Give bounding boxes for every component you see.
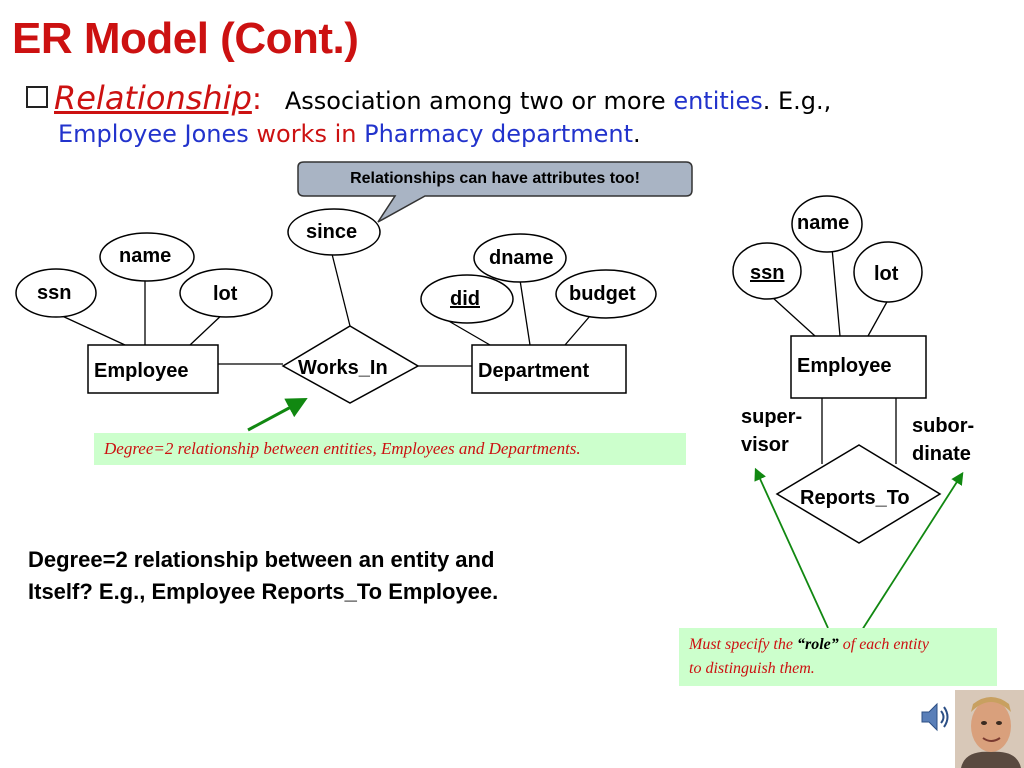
note-role-line2: to distinguish them. xyxy=(689,660,815,677)
note-role-part2: of each entity xyxy=(838,636,929,653)
label-role-supervisor-2: visor xyxy=(741,434,789,456)
callout-bubble xyxy=(297,161,693,223)
example-period: . xyxy=(633,120,641,148)
attr2-ssn-ellipse xyxy=(732,242,802,300)
note-role-part1: Must specify the xyxy=(689,636,797,653)
note2-arrow-right xyxy=(861,471,964,631)
label2-ssn: ssn xyxy=(750,262,785,284)
relationship-worksin-diamond xyxy=(281,325,420,404)
edge2-lot-employee xyxy=(867,299,889,337)
attr2-name-ellipse xyxy=(791,195,863,253)
callout-text: Relationships can have attributes too! xyxy=(350,170,640,187)
label-budget: budget xyxy=(569,283,636,305)
label-worksin: Works_In xyxy=(298,357,388,379)
note-role-word: “role” xyxy=(796,636,839,653)
entity-department-box xyxy=(471,344,627,394)
attr2-lot-ellipse xyxy=(853,241,923,303)
label-role-supervisor-1: super- xyxy=(741,406,803,428)
label2-lot: lot xyxy=(874,263,899,285)
definition-text: Association among two or more xyxy=(284,87,674,115)
label-since: since xyxy=(306,221,358,243)
edge2-ssn-employee xyxy=(771,296,816,337)
relationship-reportsto-diamond xyxy=(775,444,942,544)
label-employee: Employee xyxy=(94,360,189,382)
question-line-1: Degree=2 relationship between an entity … xyxy=(28,547,495,572)
edge-ssn-employee xyxy=(59,314,126,346)
square-bullet-icon xyxy=(26,86,48,108)
note1-arrow xyxy=(247,398,308,432)
label-department: Department xyxy=(478,360,590,382)
attr-since-ellipse xyxy=(287,208,381,256)
slide-title: ER Model (Cont.) xyxy=(12,14,359,63)
label-role-subordinate-2: dinate xyxy=(912,443,971,465)
label-did: did xyxy=(450,288,480,310)
eg-text: . E.g., xyxy=(762,87,832,115)
note-degree-entities: Degree=2 relationship between entities, … xyxy=(94,433,686,465)
attr-did-ellipse xyxy=(420,274,514,324)
edge-since-worksin xyxy=(331,253,351,327)
label-name: name xyxy=(119,245,172,267)
label-reportsto: Reports_To xyxy=(800,487,910,509)
example-employee: Employee Jones xyxy=(58,120,257,148)
label-dname: dname xyxy=(489,247,554,269)
attr-ssn-ellipse xyxy=(15,268,97,318)
attr-name-ellipse xyxy=(99,232,195,282)
note2-arrow-left xyxy=(754,467,829,629)
presenter-photo xyxy=(955,690,1024,768)
example-department: Pharmacy department xyxy=(364,120,634,148)
edge-dname-department xyxy=(519,279,531,346)
example-works-in: works in xyxy=(256,120,365,148)
relationship-term: Relationship xyxy=(54,79,252,117)
entity-employee-box xyxy=(87,344,219,394)
self-relationship-question: Degree=2 relationship between an entity … xyxy=(28,544,498,608)
label2-name: name xyxy=(797,212,850,234)
label2-employee: Employee xyxy=(797,355,892,377)
term-colon: : xyxy=(251,82,262,117)
edge2-name-employee xyxy=(831,247,841,337)
example-line: Employee Jones works in Pharmacy departm… xyxy=(58,120,641,148)
edge-budget-department xyxy=(564,315,591,346)
attr-dname-ellipse xyxy=(473,233,567,283)
question-line-2: Itself? E.g., Employee Reports_To Employ… xyxy=(28,579,499,604)
entity2-employee-box xyxy=(790,335,927,399)
label-ssn: ssn xyxy=(37,282,72,304)
note-role: Must specify the “role” of each entity t… xyxy=(679,628,997,686)
entities-word: entities xyxy=(673,87,763,115)
speaker-icon[interactable] xyxy=(920,700,950,734)
label-lot: lot xyxy=(213,283,238,305)
relationship-definition: Relationship: Association among two or m… xyxy=(26,82,1006,117)
label-role-subordinate-1: subor- xyxy=(912,415,975,437)
attr-budget-ellipse xyxy=(555,269,657,319)
attr-lot-ellipse xyxy=(179,268,273,318)
